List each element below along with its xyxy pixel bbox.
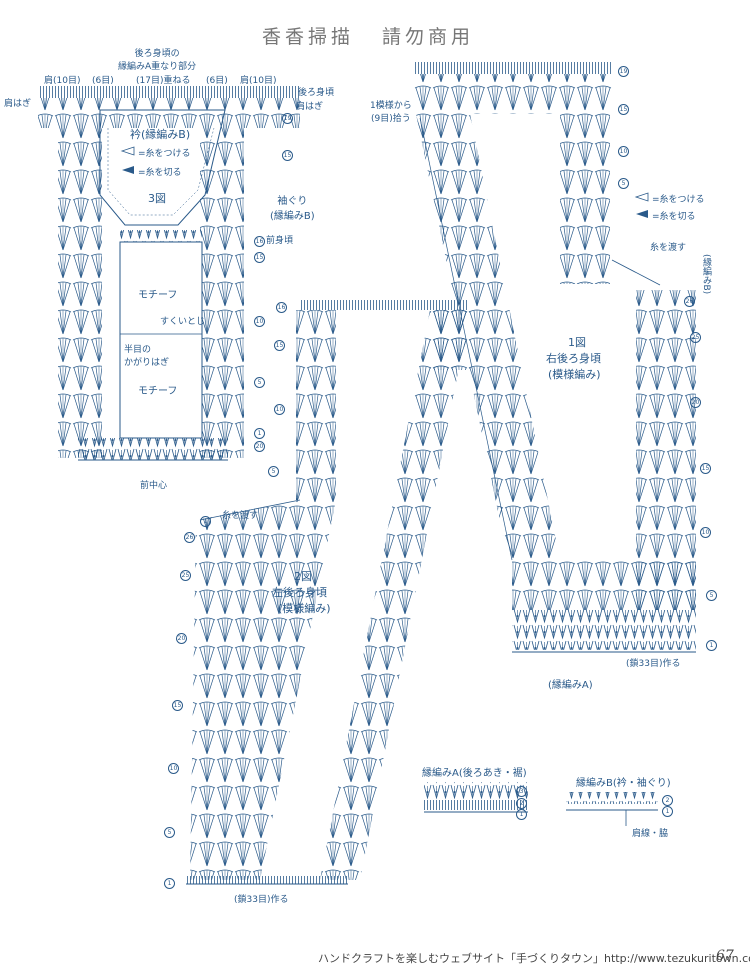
fig3-center-front: 前中心 <box>140 481 168 491</box>
row-number: 2 <box>516 798 527 809</box>
row-number: 19 <box>282 113 293 124</box>
fig3-six-left: (6目) <box>92 76 114 86</box>
row-number: 5 <box>254 377 265 388</box>
legend-b-note: 肩線・脇 <box>632 829 669 839</box>
row-number: 15 <box>274 340 285 351</box>
row-number: 16 <box>254 236 265 247</box>
fig3-top-note: 後ろ身頃の 縁編みA重なり部分 <box>118 49 197 72</box>
row-number: 5 <box>706 590 717 601</box>
row-number: 25 <box>180 570 191 581</box>
row-number: 5 <box>164 827 175 838</box>
fig2-pattern: (模様編み) <box>278 602 331 615</box>
row-number: 1 <box>164 878 175 889</box>
row-number: 26 <box>184 532 195 543</box>
row-number: 19 <box>618 66 629 77</box>
row-number: 15 <box>172 700 183 711</box>
fig3-motif-bottom: モチーフ <box>138 386 178 397</box>
legend-a-title: 縁編みA(後ろあき・裾) <box>422 768 527 779</box>
row-number: 10 <box>274 404 285 415</box>
row-number: 1 <box>516 809 527 820</box>
row-number: 15 <box>700 463 711 474</box>
row-number: 20 <box>690 397 701 408</box>
yarn-arrows <box>120 146 649 218</box>
header-title: 香香掃描 <box>262 26 355 48</box>
fig3-motif-top: モチーフ <box>138 290 178 301</box>
row-number: 3 <box>516 786 527 797</box>
fig3-shoulder-right: 肩(10目) <box>240 76 277 86</box>
fig1-pass-yarn: 糸を渡す <box>650 243 687 253</box>
fig3-front-body: 前身頃 <box>266 236 294 246</box>
header-note: 請勿商用 <box>382 26 475 48</box>
fig3-shoulder-left: 肩(10目) <box>44 76 81 86</box>
row-number: 20 <box>176 633 187 644</box>
row-number: 26 <box>684 296 695 307</box>
legend-charts <box>424 782 658 826</box>
row-number: 2 <box>662 795 673 806</box>
fig2-pass-yarn: 糸を渡す <box>222 511 259 521</box>
fig1-cut-yarn: =糸を切る <box>652 212 696 222</box>
fig2-label: 2図 <box>294 570 312 583</box>
fig1-label: 1図 <box>568 336 586 349</box>
row-number: 10 <box>254 316 265 327</box>
footer-text: ハンドクラフトを楽しむウェブサイト「手づくりタウン」http://www.tez… <box>318 952 750 965</box>
fig3-armhole: 袖ぐり (縁編みB) <box>270 196 315 222</box>
row-number: 5 <box>268 466 279 477</box>
row-number: 1 <box>706 640 717 651</box>
fig3-back-body: 後ろ身頃 <box>298 88 335 98</box>
fig3-cut-yarn: =糸を切る <box>138 168 182 178</box>
fig2-chart <box>186 300 470 885</box>
row-number: 1 <box>662 806 673 817</box>
fig3-slip-stitch: すくいとじ <box>160 317 206 327</box>
fig3-shoulder-seam-left: 肩はぎ <box>4 99 32 109</box>
row-number: 1 <box>254 428 265 439</box>
row-number: 25 <box>690 332 701 343</box>
fig1-chain: (鎖33目)作る <box>626 659 681 669</box>
row-number: 10 <box>618 146 629 157</box>
fig1-pickup: 1模様から (9目)拾う <box>370 101 412 124</box>
row-number: 20 <box>254 441 265 452</box>
fig3-chart <box>38 86 300 461</box>
fig1-pattern: (模様編み) <box>548 368 601 381</box>
row-number: 15 <box>618 104 629 115</box>
row-number: 10 <box>700 527 711 538</box>
fig1-edge-b: (縁編みB) <box>701 254 711 295</box>
page-number: 67 <box>716 948 734 964</box>
fig2-name: 左後ろ身頃 <box>272 586 327 599</box>
fig1-chart <box>414 62 696 653</box>
row-number: 15 <box>254 252 265 263</box>
fig3-half-stitch: 半目の かがりはぎ <box>124 345 170 368</box>
row-number: 15 <box>282 150 293 161</box>
fig3-collar: 衿(縁編みB) <box>130 128 191 141</box>
legend-b-title: 縁編みB(衿・袖ぐり) <box>576 778 671 789</box>
fig3-shoulder-seam-right: 肩はぎ <box>296 102 324 112</box>
fig1-name: 右後ろ身頃 <box>546 352 601 365</box>
row-number: 1 <box>200 516 211 527</box>
fig2-chain: (鎖33目)作る <box>234 895 289 905</box>
fig3-six-right: (6目) <box>206 76 228 86</box>
row-number: 16 <box>276 302 287 313</box>
fig3-overlap: (17目)重ねる <box>136 76 191 86</box>
row-number: 10 <box>168 763 179 774</box>
fig1-attach-yarn: =糸をつける <box>652 195 705 205</box>
fig3-attach-yarn: =糸をつける <box>138 149 191 159</box>
row-number: 5 <box>618 178 629 189</box>
fig3-label: 3図 <box>148 192 166 205</box>
fig1-edge-a: (縁編みA) <box>548 680 593 691</box>
